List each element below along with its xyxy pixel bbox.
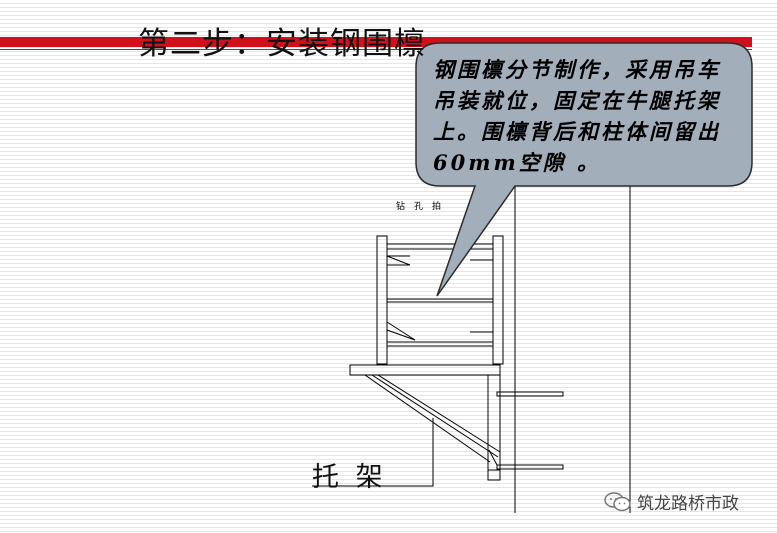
watermark-text: 筑龙路桥市政	[637, 494, 739, 514]
callout-bubble	[415, 42, 753, 297]
watermark: 筑龙路桥市政	[603, 489, 739, 514]
bracket-label: 托 架	[312, 462, 387, 493]
title-underline	[0, 49, 752, 50]
steel-purlin	[376, 235, 504, 365]
drill-label: 钻孔拍	[396, 202, 451, 212]
slide-title: 第二步：安装钢围檩	[138, 26, 426, 62]
wechat-icon	[604, 491, 631, 511]
anchor-bolts	[496, 391, 564, 470]
title-accent-bar	[0, 37, 752, 47]
bracket-leader-line	[312, 418, 434, 487]
callout-text: 钢围檩分节制作，采用吊车吊装就位，固定在牛腿托架上。围檩背后和柱体间留出60mm…	[433, 57, 721, 175]
corbel-bracket	[349, 364, 501, 481]
